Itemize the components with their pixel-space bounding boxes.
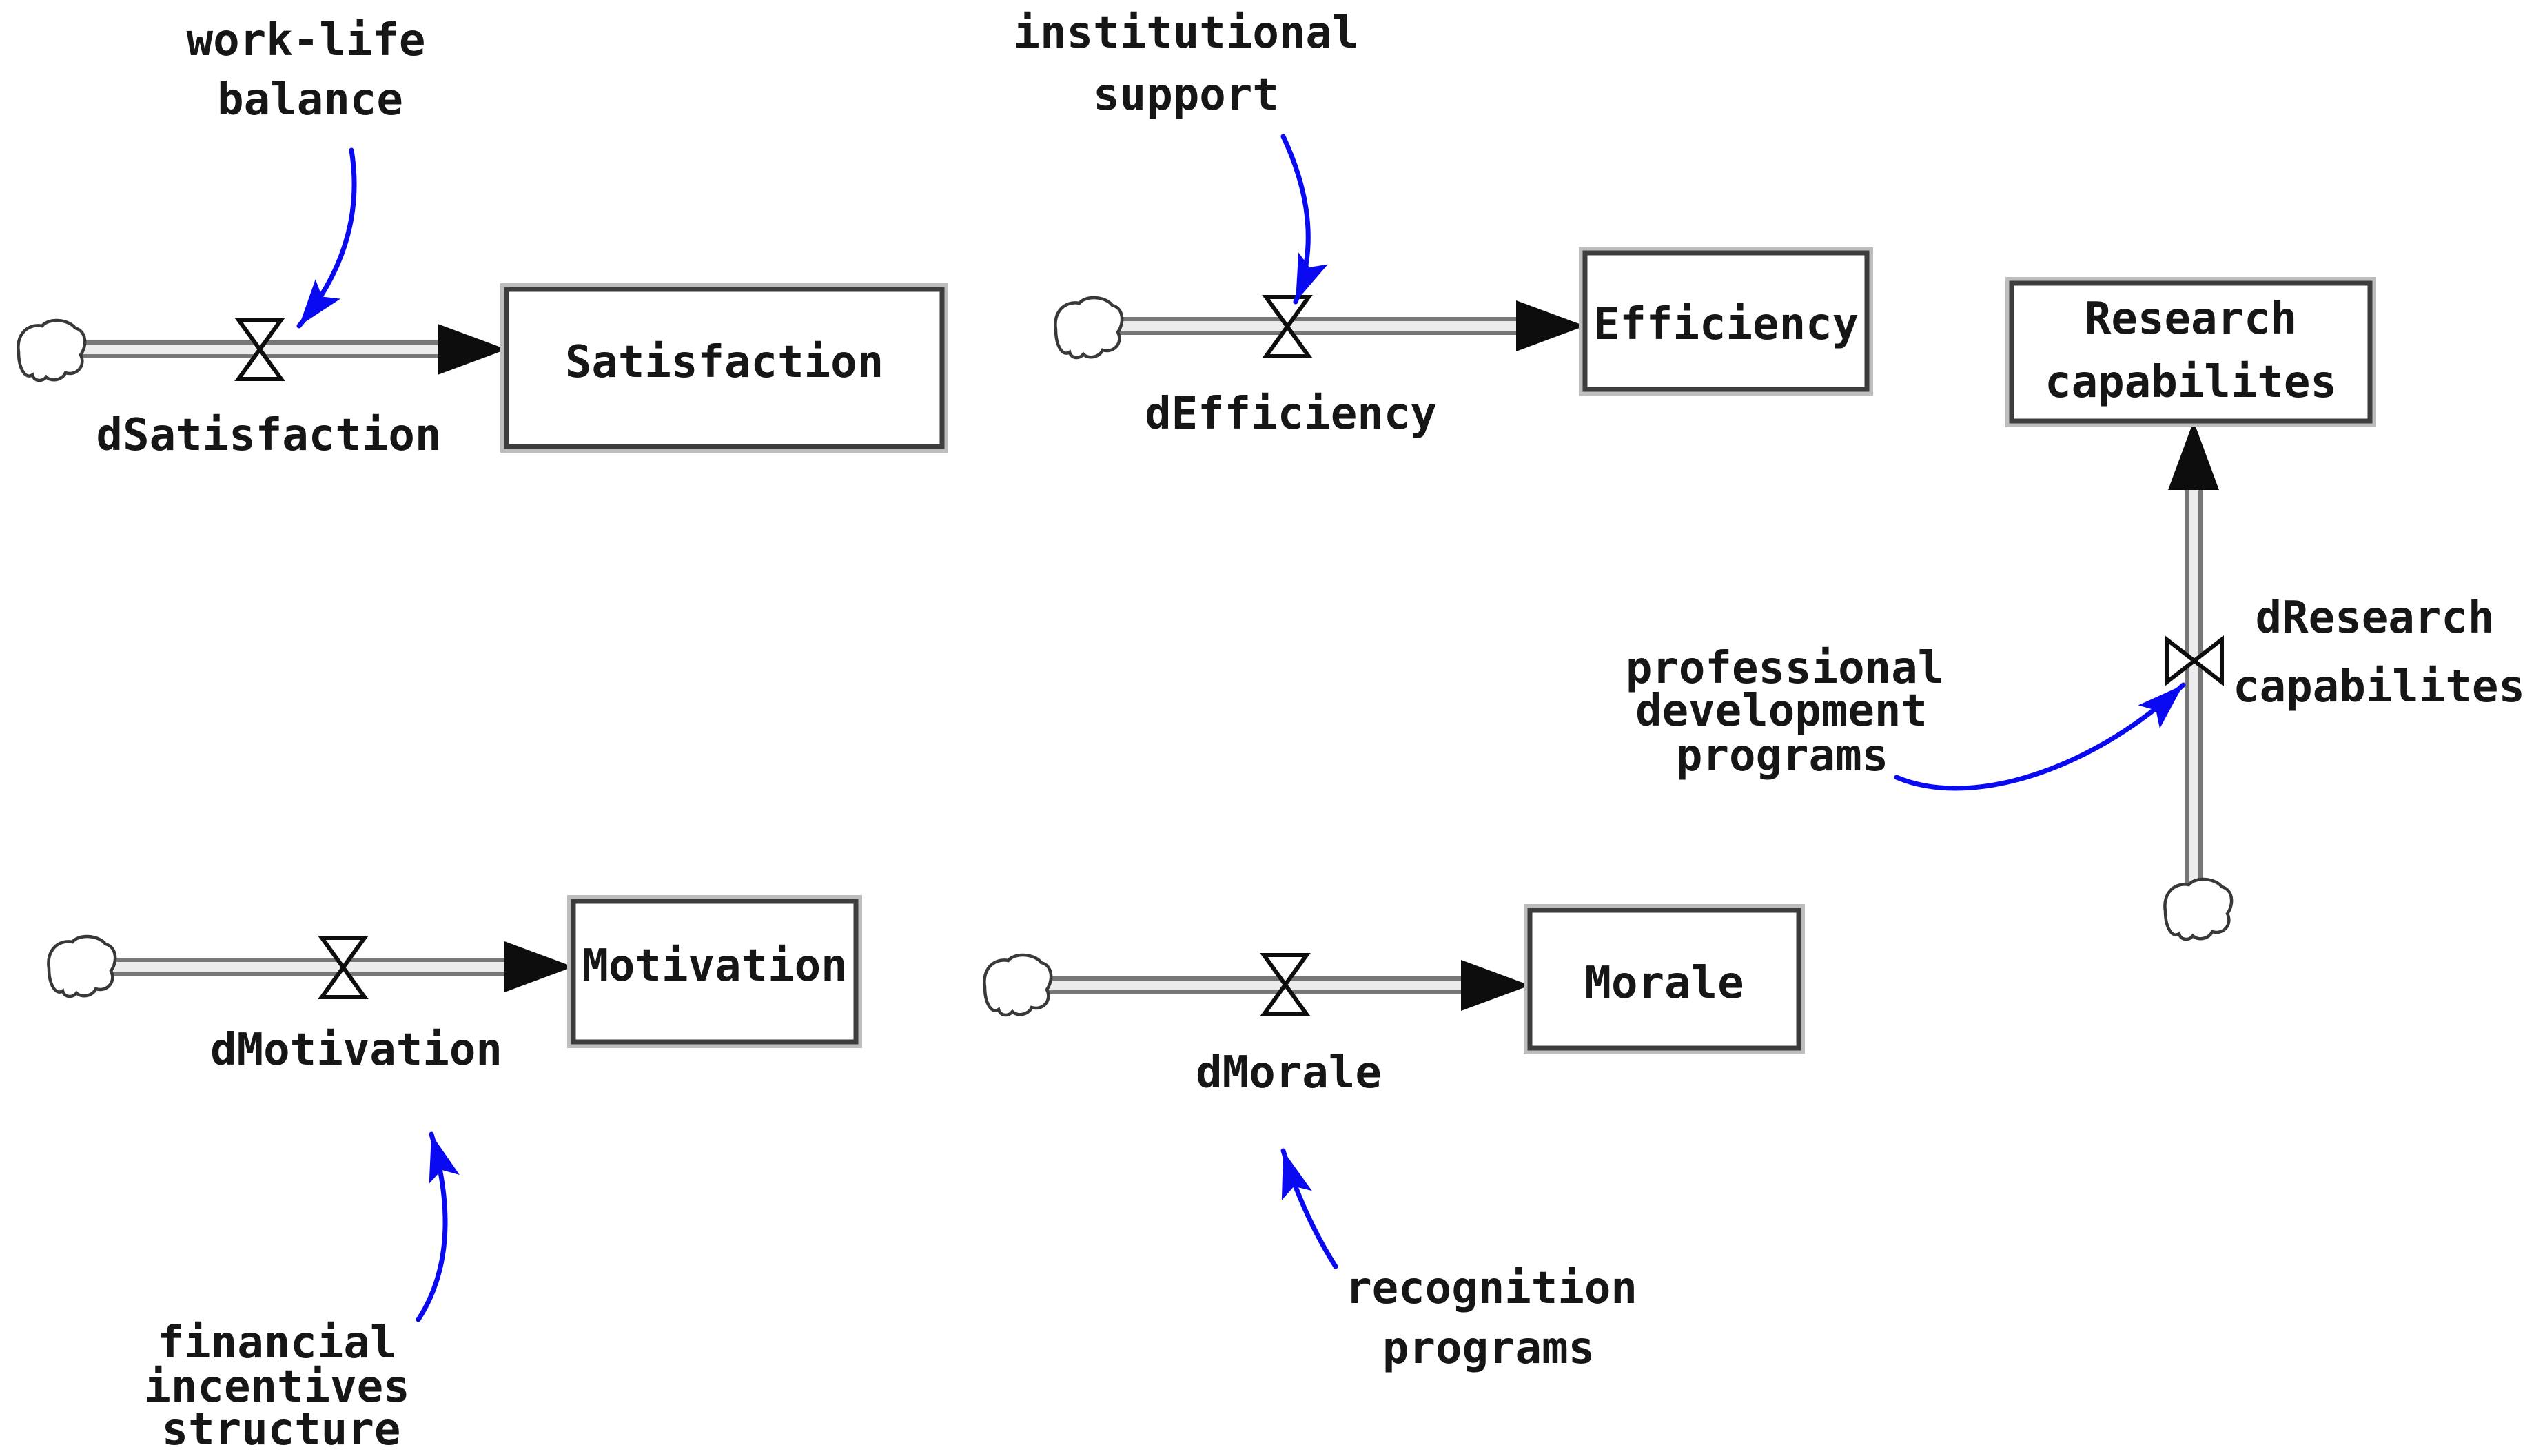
influence-label-professional-development-programs[interactable]: programs	[1676, 730, 1888, 781]
influence-institutional-support[interactable]	[1280, 134, 1328, 308]
stock-research-capabilites[interactable]: Research capabilites	[2005, 277, 2376, 427]
stock-box-shadow-satisfaction	[500, 283, 948, 453]
valve-defficiency[interactable]	[1262, 322, 1313, 358]
stock-label-efficiency[interactable]: Efficiency	[1593, 299, 1859, 350]
valve-dmorale[interactable]	[1260, 981, 1311, 1016]
flow-defficiency[interactable]	[1087, 300, 1585, 351]
influence-arrow-professional-development-programs[interactable]	[1894, 682, 2186, 791]
valve-dsatisfaction[interactable]	[234, 318, 285, 353]
influence-label-professional-development-programs[interactable]: professional	[1626, 643, 1944, 694]
influence-label-institutional-support[interactable]: institutional	[1014, 8, 1359, 59]
influence-label-professional-development-programs[interactable]: development	[1635, 686, 1928, 737]
flow-label-dmotivation[interactable]: dMotivation	[210, 1025, 502, 1076]
stock-motivation[interactable]: Motivation	[567, 895, 862, 1048]
stock-label-morale[interactable]: Morale	[1584, 958, 1744, 1009]
stock-label-motivation[interactable]: Motivation	[582, 941, 847, 992]
stock-box-shadow-motivation	[567, 895, 862, 1048]
flow-dmotivation[interactable]	[81, 941, 573, 992]
stock-box-shadow-efficiency	[1579, 247, 1873, 396]
stock-label-research-capabilites[interactable]: capabilites	[2045, 357, 2337, 408]
influence-label-financial-incentives-structure[interactable]: financial	[158, 1317, 397, 1368]
flow-label-dresearch-capabilites[interactable]: capabilites	[2233, 662, 2525, 712]
influence-recognition-programs[interactable]	[1268, 1146, 1338, 1269]
valve-dresearch-capabilites[interactable]	[2165, 635, 2198, 687]
influence-label-institutional-support[interactable]: support	[1093, 70, 1279, 121]
cloud-dsatisfaction[interactable]	[17, 318, 87, 382]
stock-satisfaction[interactable]: Satisfaction	[500, 283, 948, 453]
stock-box-research-capabilites[interactable]	[2009, 280, 2373, 424]
valve-dmotivation[interactable]	[318, 936, 369, 972]
flow-label-dsatisfaction[interactable]: dSatisfaction	[96, 410, 442, 461]
flow-arrowhead-dsatisfaction	[438, 324, 507, 375]
influence-label-work-life-balance[interactable]: balance	[217, 74, 403, 125]
valve-dmotivation[interactable]	[318, 963, 369, 999]
influence-financial-incentives-structure[interactable]	[416, 1130, 460, 1322]
influence-label-work-life-balance[interactable]: work-life	[187, 15, 426, 66]
stock-box-motivation[interactable]	[571, 899, 859, 1045]
influence-label-financial-incentives-structure[interactable]: structure	[162, 1404, 401, 1455]
cloud-defficiency[interactable]	[1054, 296, 1124, 360]
influence-label-financial-incentives-structure[interactable]: incentives	[144, 1362, 409, 1413]
stock-box-morale[interactable]	[1527, 908, 1801, 1051]
stock-box-satisfaction[interactable]	[504, 287, 945, 449]
flow-label-defficiency[interactable]: dEfficiency	[1145, 389, 1437, 440]
stock-label-research-capabilites[interactable]: Research	[2085, 294, 2297, 345]
stock-box-shadow-morale	[1524, 904, 1805, 1054]
valve-dmorale[interactable]	[1260, 953, 1311, 989]
influence-arrowhead-recognition-programs	[1281, 1151, 1312, 1200]
influence-arrowhead-institutional-support	[1296, 252, 1328, 302]
influence-arrowhead-professional-development-programs	[2138, 685, 2183, 729]
flow-label-dmorale[interactable]: dMorale	[1196, 1047, 1382, 1098]
influence-arrowhead-work-life-balance	[299, 279, 340, 326]
influence-label-recognition-programs[interactable]: programs	[1382, 1323, 1595, 1374]
flow-dmorale[interactable]	[1016, 960, 1530, 1011]
stock-morale[interactable]: Morale	[1524, 904, 1805, 1054]
influence-professional-development-programs[interactable]	[1894, 673, 2194, 791]
flow-arrowhead-defficiency	[1516, 300, 1585, 351]
influence-work-life-balance[interactable]	[287, 147, 357, 336]
valve-dresearch-capabilites[interactable]	[2191, 635, 2224, 687]
cloud-dmotivation[interactable]	[47, 934, 117, 998]
stock-efficiency[interactable]: Efficiency	[1579, 247, 1873, 396]
influence-label-recognition-programs[interactable]: recognition	[1345, 1263, 1637, 1314]
valve-dsatisfaction[interactable]	[234, 345, 285, 381]
flow-label-dresearch-capabilites[interactable]: dResearch	[2256, 593, 2495, 644]
influence-arrowhead-financial-incentives-structure	[429, 1134, 460, 1184]
flow-arrowhead-dmorale	[1461, 960, 1530, 1011]
flow-arrowhead-dmotivation	[504, 941, 573, 992]
valve-defficiency[interactable]	[1262, 295, 1313, 331]
cloud-dresearch-capabilites[interactable]	[2163, 877, 2234, 941]
stock-box-shadow-research-capabilites	[2005, 277, 2376, 427]
stock-box-efficiency[interactable]	[1582, 250, 1870, 392]
stock-label-satisfaction[interactable]: Satisfaction	[565, 337, 883, 388]
flow-arrowhead-dresearch-capabilites	[2168, 421, 2219, 490]
cloud-dmorale[interactable]	[983, 953, 1053, 1017]
flow-dresearch-capabilites[interactable]	[2168, 421, 2219, 910]
